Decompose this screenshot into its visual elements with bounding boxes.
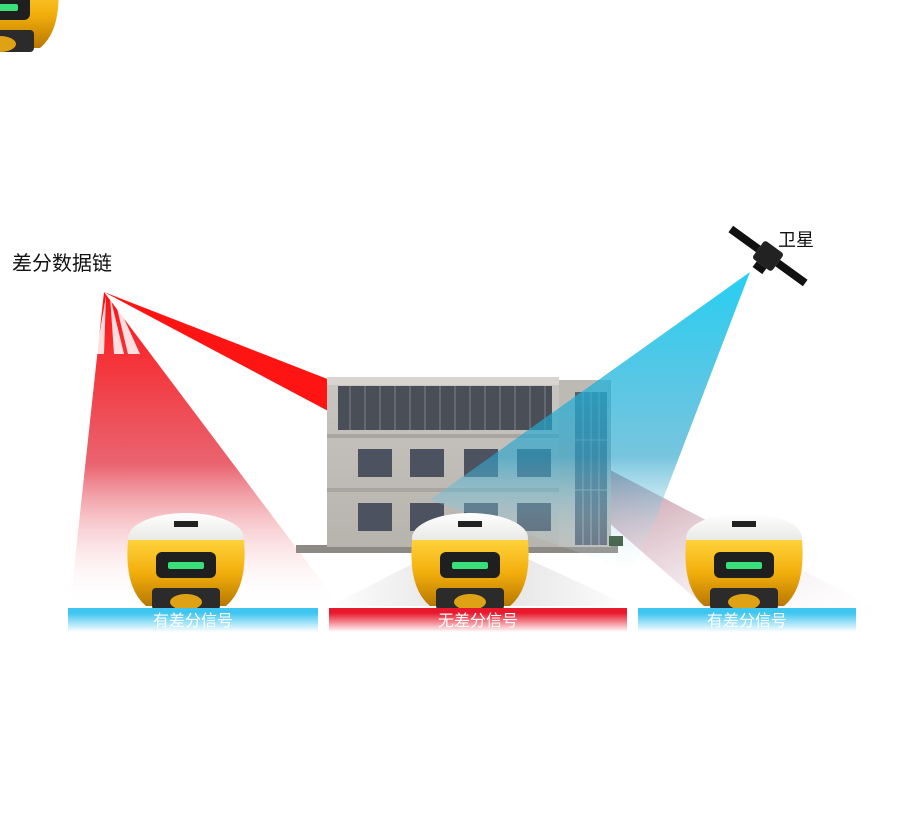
signal-bar-with-diff: 有差分信号: [68, 608, 318, 632]
signal-bar-no-diff: 无差分信号: [329, 608, 627, 632]
datalink-label: 差分数据链: [12, 251, 112, 275]
gnss-receiver-right: [685, 513, 803, 610]
gnss-receiver-icon: [0, 0, 59, 52]
gnss-receiver-middle: [411, 513, 529, 610]
satellite-label: 卫星: [778, 230, 814, 251]
signal-bar-with-diff-right: 有差分信号: [638, 608, 856, 632]
gnss-receiver-left: [127, 513, 245, 610]
satellite-beam: [430, 272, 750, 580]
satellite-icon: [728, 225, 808, 287]
